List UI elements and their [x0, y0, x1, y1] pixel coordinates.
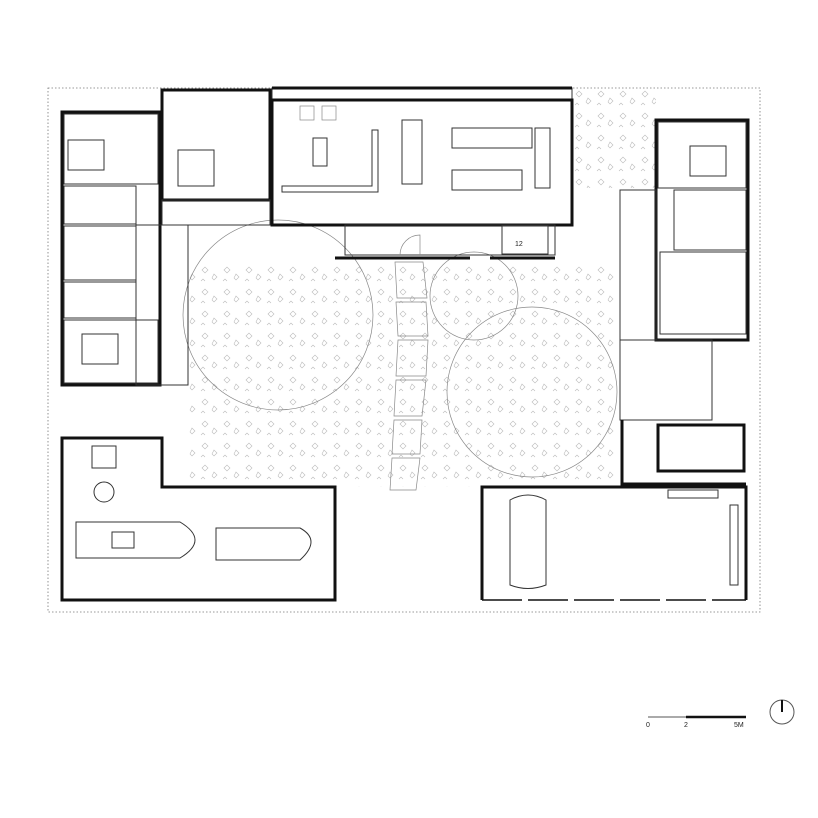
bedroom [63, 319, 159, 384]
powder-room [501, 225, 549, 255]
stepping-stone-path [389, 261, 429, 491]
armchair [321, 105, 337, 121]
bed [81, 333, 119, 365]
bed [689, 145, 727, 177]
bedroom [63, 113, 159, 185]
lawn-circle [182, 219, 374, 411]
lawn-circle [429, 251, 519, 341]
shed [60, 436, 337, 602]
site-boundary [47, 87, 761, 613]
pantry [534, 127, 551, 189]
scale-tick-0: 0 [646, 722, 650, 729]
front-door[interactable] [399, 234, 421, 256]
lawn-circle [446, 306, 618, 478]
garage [480, 485, 748, 601]
tractor [91, 445, 117, 503]
dressing-room [659, 251, 747, 335]
corridor [619, 189, 657, 341]
kitchen-bench [451, 127, 533, 149]
bedroom [63, 225, 137, 281]
bathroom [63, 185, 137, 225]
bedroom-wing-right [619, 118, 750, 421]
bed [67, 139, 105, 171]
north-arrow-icon [769, 699, 795, 725]
scale-tick-2: 2 [684, 722, 688, 729]
armchair [299, 105, 315, 121]
room-number: 12 [515, 241, 523, 248]
bathroom [673, 189, 747, 251]
boat [75, 521, 196, 559]
dining-table [401, 119, 423, 185]
kitchen-island [451, 169, 523, 191]
corridor [135, 224, 189, 386]
garden-bed [572, 88, 656, 188]
car [215, 527, 312, 561]
scale-tick-5m: 5M [734, 722, 744, 729]
living-pavilion [270, 86, 574, 227]
bathroom [63, 281, 137, 319]
bedroom [657, 121, 747, 189]
bedroom-wing-left [60, 110, 189, 387]
scale-bar: 0 2 5M [646, 715, 746, 729]
storage [729, 504, 739, 586]
workbench [667, 489, 719, 499]
car [509, 494, 547, 589]
courtyard [182, 219, 618, 491]
corridor [619, 339, 713, 421]
laundry-wall [620, 420, 746, 486]
entry-gallery [344, 224, 556, 256]
laundry [656, 423, 746, 473]
sofa [281, 129, 379, 193]
table [177, 149, 215, 187]
link-corridor [161, 199, 271, 226]
